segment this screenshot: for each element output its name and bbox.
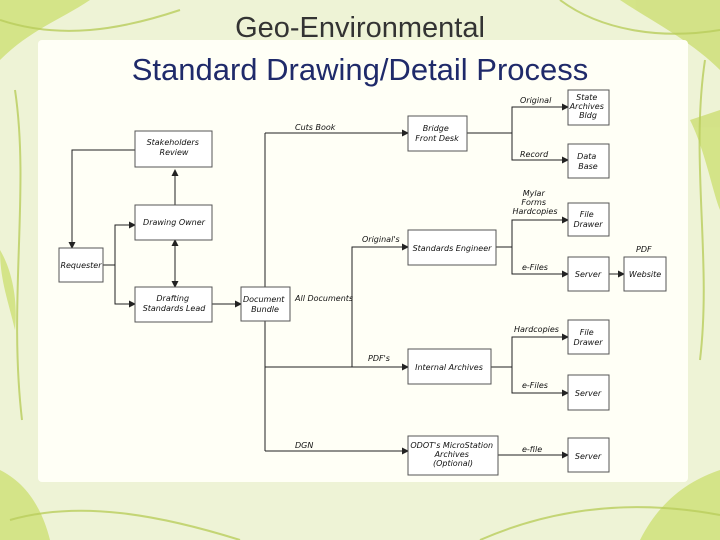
edge-label-e-files-1: e-Files xyxy=(522,263,548,272)
vine-decoration xyxy=(479,506,720,540)
box-file-drawer-1 xyxy=(567,202,610,237)
leaf-decoration xyxy=(690,110,720,210)
box-document-bundle xyxy=(240,286,291,322)
box-label-stakeholders-review: Stakeholders Review xyxy=(147,138,202,157)
box-label-data-base: Data Base xyxy=(577,152,599,171)
connector-stakeholders-to-requester xyxy=(68,149,135,249)
box-label-file-drawer-1: File Drawer xyxy=(573,210,603,229)
edge-label-e-files-2: e-Files xyxy=(522,381,548,390)
vine-decoration xyxy=(0,9,181,32)
box-label-file-drawer-2: File Drawer xyxy=(573,328,603,347)
leaf-decoration xyxy=(0,0,90,60)
box-standards-engineer xyxy=(407,229,497,266)
connector-archives-to-file-drawer xyxy=(491,333,569,368)
box-odot-microstation-archives xyxy=(407,435,499,476)
box-requester xyxy=(58,247,104,283)
edge-label-e-file: e-file xyxy=(522,445,542,454)
box-label-state-archives-bldg: State Archives Bldg xyxy=(569,93,607,120)
connector-bridge-to-state-archives xyxy=(467,103,569,134)
edge-label-all-documents: All Documents xyxy=(294,294,353,303)
edge-label-record: Record xyxy=(520,150,549,159)
edge-label-hardcopies: Hardcopies xyxy=(514,325,559,334)
vine-decoration xyxy=(559,0,720,35)
box-stakeholders-review xyxy=(134,130,213,168)
box-data-base xyxy=(567,143,610,179)
leaf-decoration xyxy=(640,470,720,540)
edge-label-pdf: PDF xyxy=(636,245,652,254)
box-label-server-3: Server xyxy=(575,452,602,461)
box-label-drafting-standards-lead: Drafting Standards Lead xyxy=(143,294,207,313)
vine-decoration xyxy=(9,509,241,540)
connector-engineer-to-server xyxy=(511,247,569,278)
connector-bridge-to-database xyxy=(511,133,569,164)
edge-label-cuts-book: Cuts Book xyxy=(295,123,336,132)
box-label-standards-engineer: Standards Engineer xyxy=(413,244,493,253)
box-state-archives-bldg xyxy=(567,89,610,126)
box-label-server-1: Server xyxy=(575,270,602,279)
box-website xyxy=(623,256,667,292)
box-label-website: Website xyxy=(629,270,661,279)
box-label-drawing-owner: Drawing Owner xyxy=(143,218,206,227)
connector-requester-to-drafting xyxy=(114,265,136,308)
box-label-odot-microstation-archives: ODOT's MicroStation Archives (Optional) xyxy=(410,441,495,468)
box-label-bridge-front-desk: Bridge Front Desk xyxy=(415,124,459,143)
box-label-document-bundle: Document Bundle xyxy=(243,295,287,314)
leaf-decoration xyxy=(620,0,720,70)
box-server-1 xyxy=(567,256,610,292)
edge-label-pdfs: PDF's xyxy=(368,354,390,363)
box-label-internal-archives: Internal Archives xyxy=(415,363,483,372)
edge-label-dgn: DGN xyxy=(295,441,313,450)
box-file-drawer-2 xyxy=(567,319,610,355)
connector-archives-to-server xyxy=(511,367,569,397)
slide-title-line1: Geo-Environmental xyxy=(235,12,485,44)
edge-label-originals: Original's xyxy=(362,235,400,244)
connector-to-standards-engineer xyxy=(351,243,409,304)
leaf-decoration xyxy=(0,470,50,540)
box-label-server-2: Server xyxy=(575,389,602,398)
connector-requester-to-owner xyxy=(103,221,136,266)
box-server-2 xyxy=(567,374,610,411)
box-server-3 xyxy=(567,437,610,473)
box-internal-archives xyxy=(407,348,492,385)
box-drafting-standards-lead xyxy=(134,286,213,323)
edge-label-mylar-forms-hardcopies: Mylar Forms Hardcopies xyxy=(513,189,558,216)
box-drawing-owner xyxy=(134,204,213,241)
edge-label-original: Original xyxy=(520,96,552,105)
box-label-requester: Requester xyxy=(60,261,102,270)
connector-lines xyxy=(68,103,625,459)
slide-title-line2: Standard Drawing/Detail Process xyxy=(131,52,589,87)
vine-decoration xyxy=(698,59,706,361)
leaf-decoration xyxy=(0,250,16,330)
connector-engineer-to-file-drawer xyxy=(496,216,569,248)
vine-decoration xyxy=(14,89,23,421)
box-bridge-front-desk xyxy=(407,115,468,152)
